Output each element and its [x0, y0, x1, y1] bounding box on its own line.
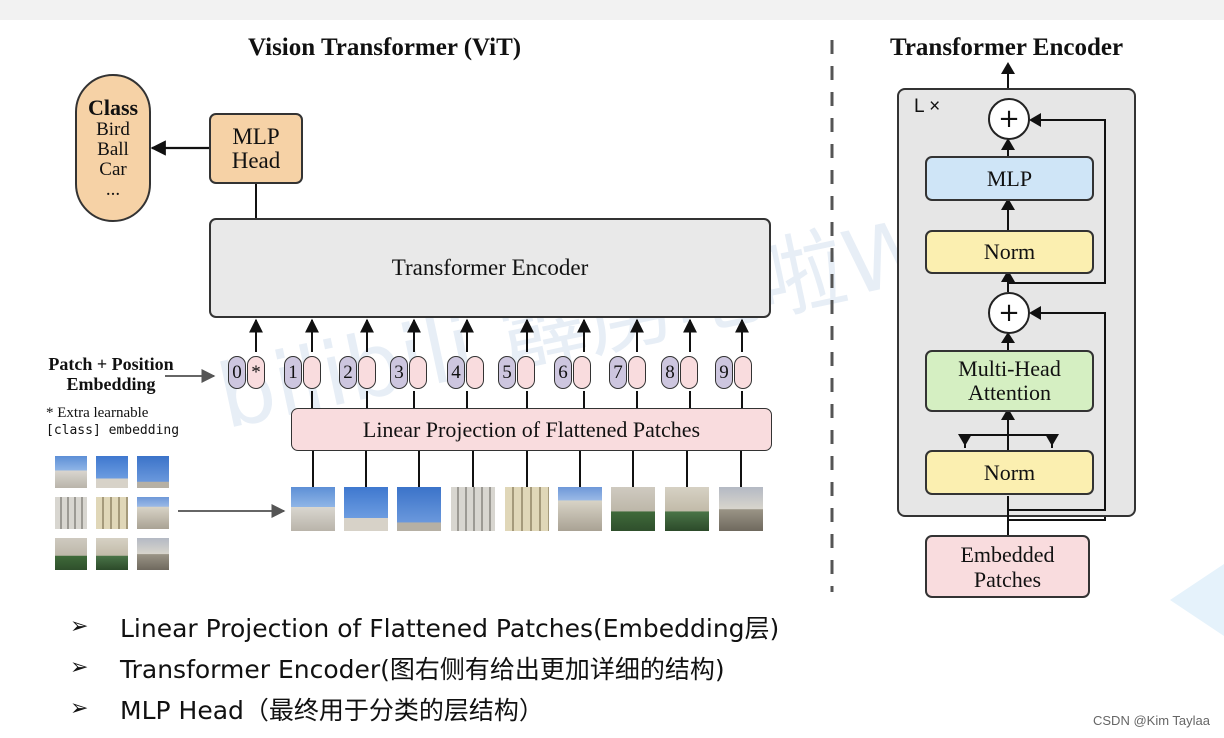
top-bar [0, 0, 1224, 20]
patch-embedding-token [573, 356, 591, 389]
image-tile [96, 538, 128, 570]
bullet-item: ➢ Transformer Encoder(图右侧有给出更加详细的结构) [70, 647, 779, 688]
patch-embedding-token [734, 356, 752, 389]
image-tile [96, 497, 128, 529]
position-token: 4 [447, 356, 465, 389]
mlp-head-line2: Head [231, 147, 281, 173]
image-tile [137, 456, 169, 488]
image-tile [137, 538, 169, 570]
encoder-mlp-box: MLP [925, 156, 1094, 201]
encoder-norm-bottom: Norm [925, 450, 1094, 495]
patch-position-line1: Patch + Position [48, 354, 174, 374]
position-token: 1 [284, 356, 302, 389]
image-patch [611, 487, 655, 531]
encoder-norm-top: Norm [925, 230, 1094, 274]
norm-bottom-label: Norm [983, 459, 1036, 485]
class-item: Car [99, 159, 127, 180]
class-token: * [247, 356, 265, 389]
bullet-item: ➢ Linear Projection of Flattened Patches… [70, 606, 779, 647]
image-tile [55, 497, 87, 529]
embedded-line1: Embedded [960, 541, 1055, 567]
image-patch [505, 487, 549, 531]
position-token: 0 [228, 356, 246, 389]
position-token: 5 [498, 356, 516, 389]
image-patch [665, 487, 709, 531]
image-patch [451, 487, 495, 531]
patch-position-line2: Embedding [66, 374, 156, 394]
multi-head-attention-box: Multi-Head Attention [925, 350, 1094, 412]
vit-title: Vision Transformer (ViT) [248, 34, 522, 61]
position-token: 9 [715, 356, 733, 389]
bullet-list: ➢ Linear Projection of Flattened Patches… [70, 606, 779, 729]
patch-embedding-token [517, 356, 535, 389]
position-token: 8 [661, 356, 679, 389]
linear-projection-box: Linear Projection of Flattened Patches [291, 408, 772, 451]
corner-decoration [1170, 560, 1224, 640]
repeat-label: L × [914, 96, 941, 117]
bullet-arrow-icon: ➢ [70, 696, 89, 721]
patch-embedding-token [466, 356, 484, 389]
linear-projection-label: Linear Projection of Flattened Patches [362, 416, 701, 442]
encoder-mlp-label: MLP [986, 165, 1033, 191]
patch-position-label: Patch + Position Embedding [36, 354, 186, 394]
image-patch [344, 487, 388, 531]
image-patch [291, 487, 335, 531]
class-item: Ball [97, 139, 129, 160]
image-patch [558, 487, 602, 531]
embedded-patches-box: Embedded Patches [925, 535, 1090, 598]
class-item: ... [105, 179, 121, 200]
image-patch [397, 487, 441, 531]
patch-embedding-token [303, 356, 321, 389]
residual-add-top: + [988, 98, 1030, 140]
position-token: 6 [554, 356, 572, 389]
image-patch [719, 487, 763, 531]
bullet-text: MLP Head（最终用于分类的层结构） [120, 695, 544, 725]
image-tile [137, 497, 169, 529]
attention-line1: Multi-Head [958, 356, 1061, 381]
extra-note-line1: * Extra learnable [46, 405, 149, 421]
embedded-line2: Patches [973, 566, 1042, 592]
attention-line2: Attention [967, 380, 1052, 405]
bullet-arrow-icon: ➢ [70, 655, 89, 680]
class-heading: Class [87, 95, 139, 120]
extra-note-line2: [class] embedding [46, 423, 180, 438]
encoder-title: Transformer Encoder [890, 34, 1124, 61]
position-token: 7 [609, 356, 627, 389]
patch-embedding-token [628, 356, 646, 389]
bullet-text: Transformer Encoder(图右侧有给出更加详细的结构) [120, 654, 725, 684]
transformer-encoder-label: Transformer Encoder [391, 255, 589, 280]
position-token: 3 [390, 356, 408, 389]
credit-watermark: CSDN @Kim Taylaa [1093, 713, 1210, 728]
patch-embedding-token [680, 356, 698, 389]
image-tile [96, 456, 128, 488]
class-output-box: Class Bird Ball Car ... [75, 74, 151, 222]
extra-learnable-note: * Extra learnable [class] embedding [46, 404, 179, 440]
residual-add-bottom: + [988, 292, 1030, 334]
mlp-head-line1: MLP [232, 123, 280, 149]
bullet-arrow-icon: ➢ [70, 614, 89, 639]
position-token: 2 [339, 356, 357, 389]
transformer-encoder-box: Transformer Encoder [209, 218, 771, 318]
patch-embedding-token [409, 356, 427, 389]
mlp-head-box: MLP Head [209, 113, 303, 184]
bullet-item: ➢ MLP Head（最终用于分类的层结构） [70, 688, 779, 729]
norm-top-label: Norm [983, 239, 1036, 264]
image-tile [55, 456, 87, 488]
patch-embedding-token [358, 356, 376, 389]
class-item: Bird [96, 119, 130, 140]
bullet-text: Linear Projection of Flattened Patches(E… [120, 613, 780, 643]
image-tile [55, 538, 87, 570]
